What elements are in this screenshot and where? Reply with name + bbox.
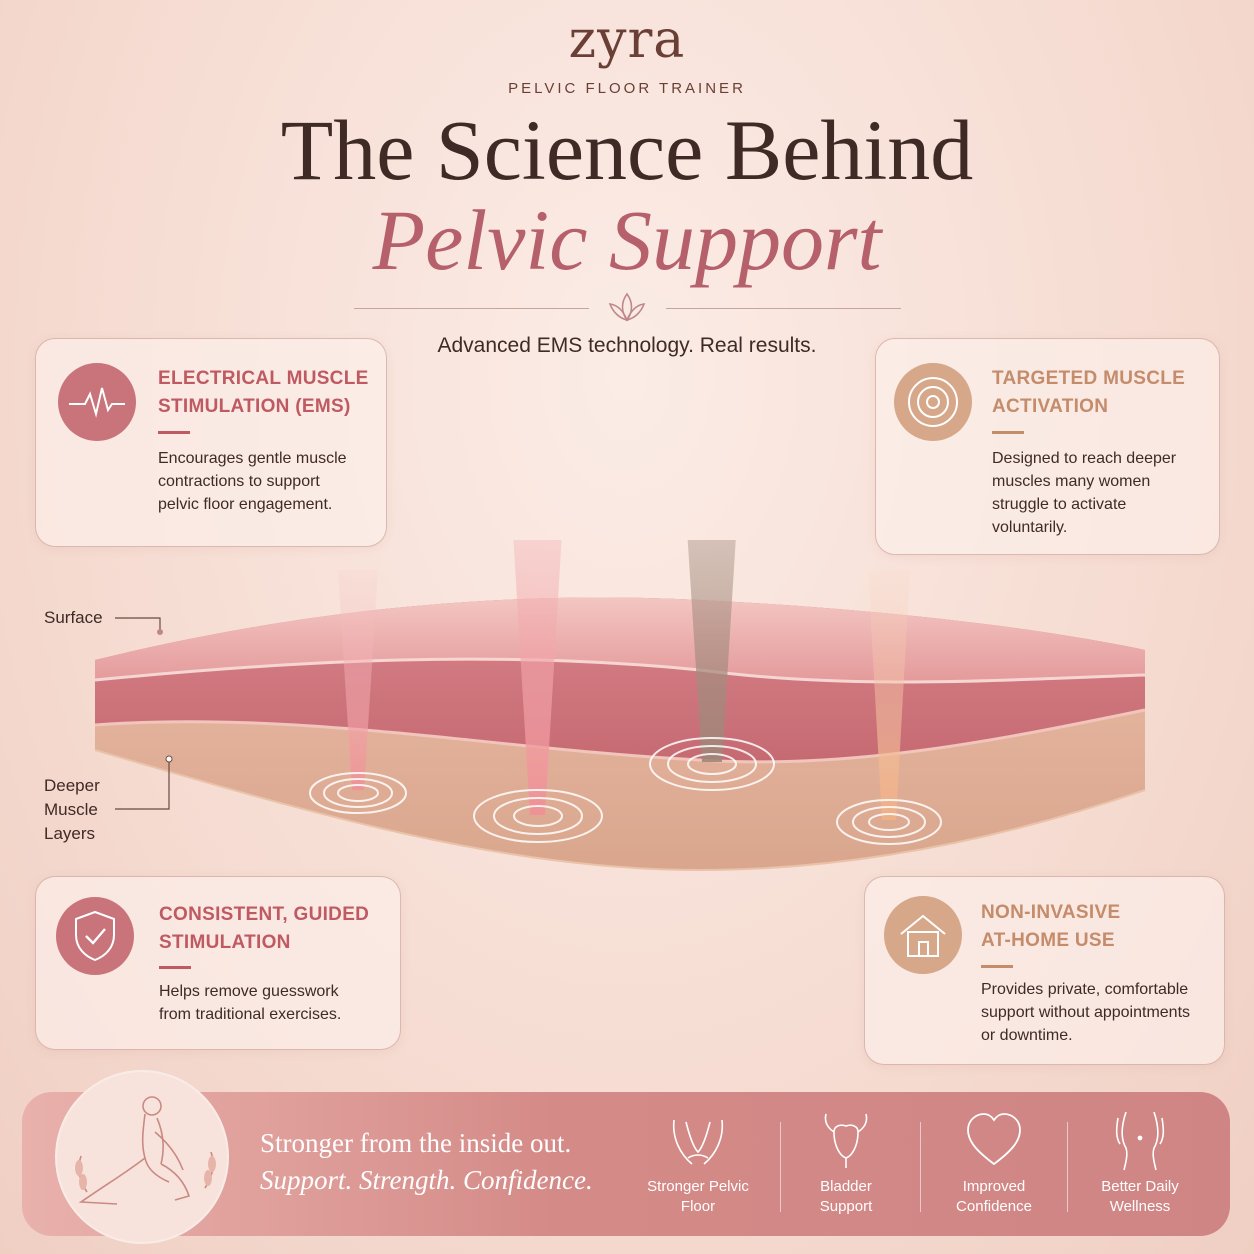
label-layers: Layers: [44, 824, 96, 843]
card-targeted-body4: voluntarily.: [992, 519, 1068, 536]
card-guided-body2: from traditional exercises.: [159, 1006, 342, 1023]
divider-left: [354, 308, 589, 309]
card-guided-bar: [159, 966, 191, 969]
card-noninvasive-bar: [981, 965, 1013, 968]
lotus-icon: [608, 292, 646, 322]
card-noninvasive-title2: AT-HOME USE: [981, 930, 1115, 951]
benefit-separator: [780, 1122, 781, 1212]
benefit-label-1a: Stronger Pelvic: [647, 1178, 749, 1195]
muscle-layers-illustration: [94, 540, 1146, 872]
heartbeat-icon: [58, 363, 136, 441]
card-targeted-body2: muscles many women: [992, 473, 1151, 490]
torso-icon: [1115, 1111, 1165, 1171]
page-title-line2: Pelvic Support: [372, 192, 882, 288]
benefit-separator: [920, 1122, 921, 1212]
card-guided-body1: Helps remove guesswork: [159, 983, 339, 1000]
card-targeted-body3: struggle to activate: [992, 496, 1127, 513]
label-surface: Surface: [44, 608, 103, 627]
benefit-label-4a: Better Daily: [1101, 1178, 1179, 1195]
benefit-label-2b: Support: [819, 1198, 873, 1215]
card-ems: ELECTRICAL MUSCLE STIMULATION (EMS) Enco…: [35, 338, 387, 547]
card-ems-body1: Encourages gentle muscle: [158, 450, 347, 467]
footer-headline: Stronger from the inside out.: [260, 1128, 572, 1158]
card-ems-bar: [158, 431, 190, 434]
woman-illustration: [55, 1070, 229, 1244]
card-targeted-title1: TARGETED MUSCLE: [992, 368, 1186, 389]
card-ems-body2: contractions to support: [158, 473, 320, 490]
benefit-bladder-support: Bladder Support: [776, 1108, 916, 1217]
shield-check-icon: [56, 897, 134, 975]
benefit-label-3a: Improved: [962, 1178, 1026, 1195]
card-ems-title2: STIMULATION (EMS): [158, 396, 351, 417]
card-ems-title1: ELECTRICAL MUSCLE: [158, 368, 369, 389]
target-icon: [894, 363, 972, 441]
tagline: Advanced EMS technology. Real results.: [437, 334, 817, 357]
pelvis-icon: [672, 1119, 724, 1165]
card-targeted-bar: [992, 431, 1024, 434]
benefit-label-2a: Bladder: [820, 1178, 872, 1195]
benefit-better-daily-wellness: Better Daily Wellness: [1070, 1108, 1210, 1217]
card-noninvasive: NON-INVASIVE AT-HOME USE Provides privat…: [864, 876, 1225, 1065]
benefit-label-3b: Confidence: [956, 1198, 1032, 1215]
page-title-line1: The Science Behind: [280, 102, 974, 198]
bladder-icon: [824, 1113, 868, 1168]
card-guided-title2: STIMULATION: [159, 932, 291, 953]
benefit-label-1b: Floor: [680, 1198, 716, 1215]
card-targeted: TARGETED MUSCLE ACTIVATION Designed to r…: [875, 338, 1220, 555]
card-noninvasive-body3: or downtime.: [981, 1027, 1073, 1044]
divider-right: [666, 308, 901, 309]
home-icon: [884, 896, 962, 974]
card-targeted-body1: Designed to reach deeper: [992, 450, 1177, 467]
label-muscle: Muscle: [44, 800, 98, 819]
card-noninvasive-body2: support without appointments: [981, 1004, 1191, 1021]
footer-subline: Support. Strength. Confidence.: [260, 1165, 593, 1195]
heart-icon: [967, 1113, 1021, 1166]
brand-logo: zyra: [568, 10, 686, 70]
benefit-label-4b: Wellness: [1109, 1198, 1171, 1215]
card-guided-title1: CONSISTENT, GUIDED: [159, 904, 370, 925]
label-deeper: Deeper: [44, 776, 100, 795]
benefit-stronger-pelvic-floor: Stronger Pelvic Floor: [628, 1108, 768, 1217]
card-noninvasive-body1: Provides private, comfortable: [981, 981, 1189, 998]
card-ems-body3: pelvic floor engagement.: [158, 496, 333, 513]
brand-subtitle: PELVIC FLOOR TRAINER: [508, 80, 746, 97]
card-targeted-title2: ACTIVATION: [992, 396, 1109, 417]
benefit-improved-confidence: Improved Confidence: [924, 1108, 1064, 1217]
card-noninvasive-title1: NON-INVASIVE: [981, 902, 1121, 923]
benefit-separator: [1067, 1122, 1068, 1212]
card-guided: CONSISTENT, GUIDED STIMULATION Helps rem…: [35, 876, 401, 1050]
